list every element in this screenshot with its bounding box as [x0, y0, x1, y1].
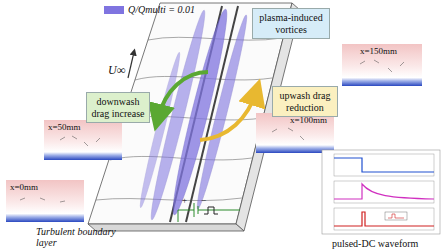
- vortices: [137, 7, 251, 221]
- upwash-arrow: [200, 92, 256, 140]
- polarity-sign: −: [201, 196, 206, 206]
- station-label: x=150mm: [360, 47, 397, 57]
- waveform-inset: [322, 150, 440, 234]
- upwash-box: upwash drag reduction: [272, 86, 338, 117]
- box-text: downwash drag increase: [90, 96, 146, 119]
- legend-row: Q/Qmulti = 0.01: [104, 4, 195, 15]
- station-label: x=0mm: [10, 183, 38, 193]
- layer-label: Turbulent boundary layer: [36, 226, 122, 248]
- flow-arrow: [128, 52, 134, 78]
- station-label: x=50mm: [48, 123, 81, 133]
- power-supply: [178, 203, 240, 222]
- downwash-box: downwash drag increase: [86, 92, 150, 123]
- downwash-arrow: [158, 72, 208, 118]
- legend-text: Q/Qmulti = 0.01: [128, 4, 195, 15]
- velocity-label: U∞: [108, 64, 125, 77]
- vortex-callout: plasma-induced vortices: [252, 8, 330, 39]
- waveform-label: pulsed-DC waveform: [332, 238, 418, 249]
- polarity-sign: +: [182, 196, 187, 206]
- box-text: upwash drag reduction: [276, 90, 334, 113]
- legend-swatch: [104, 6, 124, 14]
- box-text: plasma-induced vortices: [256, 12, 326, 35]
- station-label: x=100mm: [290, 116, 327, 126]
